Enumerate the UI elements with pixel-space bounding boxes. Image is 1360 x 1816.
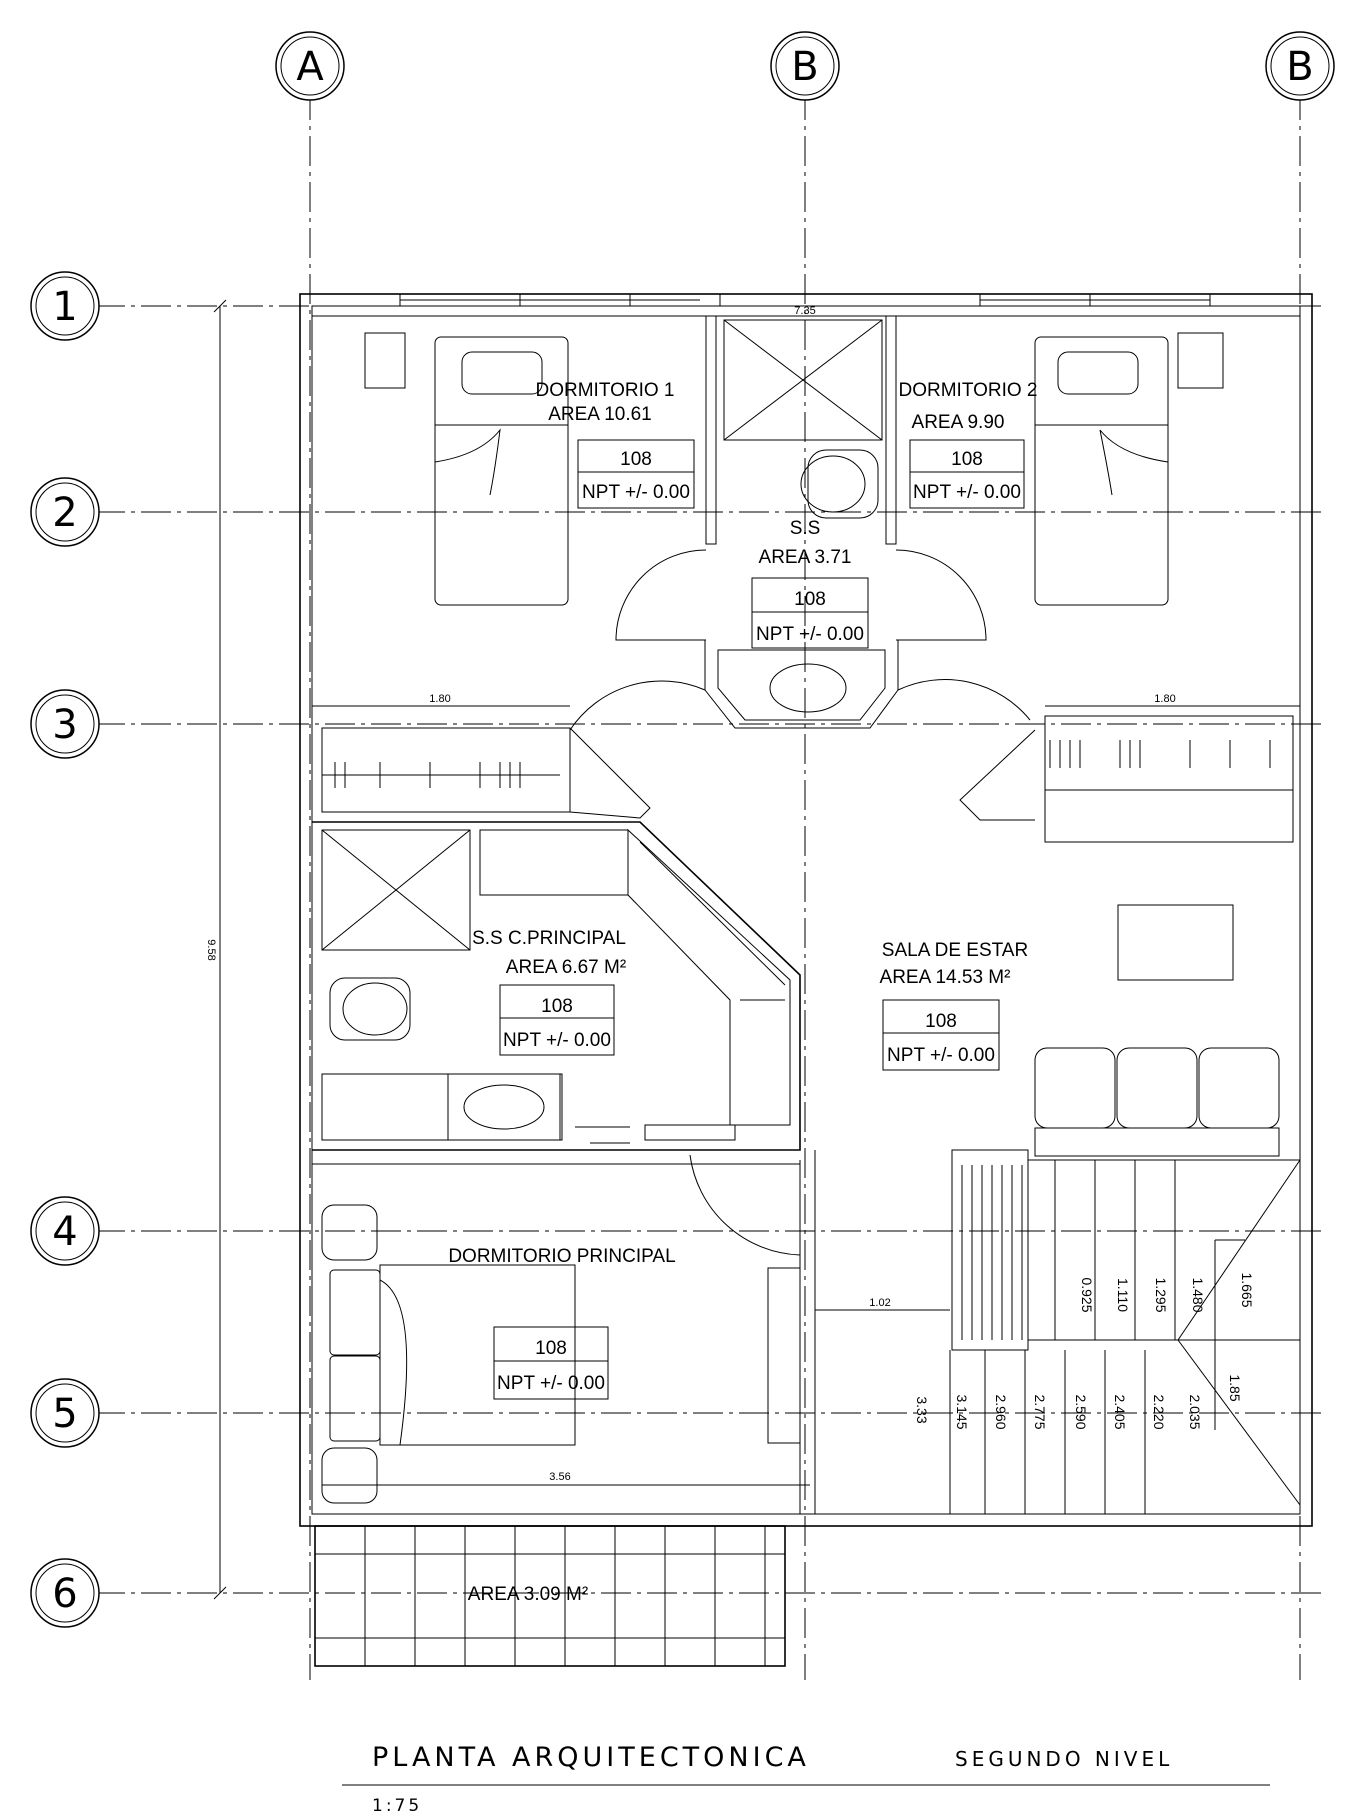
svg-text:B: B (791, 44, 818, 90)
axis-bubble-a: A (275, 31, 345, 101)
svg-text:NPT +/- 0.00: NPT +/- 0.00 (582, 482, 690, 503)
closet-izquierdo: 1.80 (312, 693, 651, 819)
axis-bubble-3: 3 (30, 689, 100, 759)
svg-text:1.85: 1.85 (1227, 1374, 1243, 1401)
svg-text:AREA 14.53 M²: AREA 14.53 M² (880, 967, 1011, 988)
svg-text:1.80: 1.80 (1154, 693, 1175, 705)
svg-text:NPT +/- 0.00: NPT +/- 0.00 (887, 1045, 995, 1066)
dorm1-area: AREA 10.61 (548, 404, 652, 425)
svg-text:NPT +/- 0.00: NPT +/- 0.00 (503, 1030, 611, 1051)
svg-text:1: 1 (52, 284, 77, 330)
svg-text:AREA 3.09 M²: AREA 3.09 M² (468, 1584, 588, 1605)
svg-text:SALA DE ESTAR: SALA DE ESTAR (882, 940, 1028, 961)
svg-text:2.220: 2.220 (1151, 1394, 1167, 1429)
svg-text:2.590: 2.590 (1073, 1394, 1089, 1429)
bano-principal: S.S C.PRINCIPAL AREA 6.67 M² 108 NPT +/-… (312, 821, 801, 1151)
axis-bubble-6: 6 (30, 1558, 100, 1628)
scale-label: 1:75 (372, 1796, 422, 1816)
svg-text:9.58: 9.58 (205, 939, 217, 960)
axis-bubble-4: 4 (30, 1196, 100, 1266)
axis-bubble-1: 1 (30, 271, 100, 341)
axis-grid (95, 90, 1325, 1680)
axis-bubble-5: 5 (30, 1378, 100, 1448)
svg-text:1.665: 1.665 (1239, 1272, 1255, 1307)
svg-text:NPT +/- 0.00: NPT +/- 0.00 (756, 624, 864, 645)
svg-text:A: A (296, 44, 324, 90)
svg-text:2.775: 2.775 (1032, 1394, 1048, 1429)
svg-text:1.295: 1.295 (1153, 1277, 1169, 1312)
svg-text:108: 108 (620, 449, 652, 470)
axis-bubble-b2: B (1265, 31, 1335, 101)
svg-text:108: 108 (535, 1338, 567, 1359)
svg-text:NPT +/- 0.00: NPT +/- 0.00 (497, 1373, 605, 1394)
svg-text:B: B (1286, 44, 1313, 90)
bano-superior: S.S AREA 3.71 108 NPT +/- 0.00 (615, 315, 987, 729)
svg-text:108: 108 (925, 1011, 957, 1032)
svg-text:108: 108 (541, 996, 573, 1017)
svg-text:1.80: 1.80 (429, 693, 450, 705)
outer-walls (299, 293, 1313, 1527)
title-main: PLANTA ARQUITECTONICA (372, 1742, 810, 1773)
svg-text:108: 108 (951, 449, 983, 470)
svg-text:4: 4 (52, 1209, 77, 1255)
svg-text:DORMITORIO PRINCIPAL: DORMITORIO PRINCIPAL (448, 1246, 675, 1267)
closet-derecho: 1.80 (959, 693, 1300, 843)
svg-text:AREA 3.71: AREA 3.71 (759, 547, 852, 568)
svg-text:1.480: 1.480 (1190, 1277, 1206, 1312)
svg-text:S.S: S.S (790, 518, 821, 539)
svg-text:2.035: 2.035 (1187, 1394, 1203, 1429)
axis-bubble-2: 2 (30, 477, 100, 547)
dormitorio-1: DORMITORIO 1 AREA 10.61 108 NPT +/- 0.00 (364, 332, 695, 606)
dimension-top: 7.35 (312, 305, 1300, 317)
svg-text:2.960: 2.960 (993, 1394, 1009, 1429)
title-block: PLANTA ARQUITECTONICA SEGUNDO NIVEL 1:75 (342, 1742, 1270, 1816)
svg-text:1.02: 1.02 (869, 1297, 890, 1309)
svg-text:AREA 6.67 M²: AREA 6.67 M² (506, 957, 626, 978)
svg-text:3.33: 3.33 (914, 1396, 930, 1423)
dorm1-name: DORMITORIO 1 (536, 380, 675, 401)
svg-text:0.925: 0.925 (1079, 1277, 1095, 1312)
svg-text:S.S C.PRINCIPAL: S.S C.PRINCIPAL (472, 928, 626, 949)
svg-text:7.35: 7.35 (794, 305, 815, 317)
axis-bubble-b1: B (770, 31, 840, 101)
svg-text:DORMITORIO 2: DORMITORIO 2 (899, 380, 1038, 401)
svg-text:2: 2 (52, 490, 77, 536)
svg-text:AREA 9.90: AREA 9.90 (912, 412, 1005, 433)
svg-text:3.145: 3.145 (954, 1394, 970, 1429)
svg-text:1.110: 1.110 (1115, 1278, 1131, 1312)
svg-text:2.405: 2.405 (1112, 1394, 1128, 1429)
svg-text:NPT +/- 0.00: NPT +/- 0.00 (913, 482, 1021, 503)
svg-text:3.56: 3.56 (549, 1471, 570, 1483)
svg-text:3: 3 (52, 702, 77, 748)
sala-de-estar: SALA DE ESTAR AREA 14.53 M² 108 NPT +/- … (880, 904, 1280, 1157)
dormitorio-principal: DORMITORIO PRINCIPAL 108 NPT +/- 0.00 1.… (312, 1150, 950, 1514)
balcon: AREA 3.09 M² (314, 1525, 786, 1667)
escalera: 0.925 1.110 1.295 1.480 1.665 3.33 3.145… (914, 1149, 1301, 1514)
svg-text:108: 108 (794, 589, 826, 610)
svg-text:6: 6 (52, 1571, 77, 1617)
dormitorio-2: DORMITORIO 2 AREA 9.90 108 NPT +/- 0.00 (899, 332, 1224, 606)
puertas-hall (569, 679, 1031, 731)
title-sub: SEGUNDO NIVEL (955, 1747, 1173, 1771)
svg-text:5: 5 (52, 1391, 77, 1437)
dimension-left: 9.58 (205, 299, 227, 1600)
